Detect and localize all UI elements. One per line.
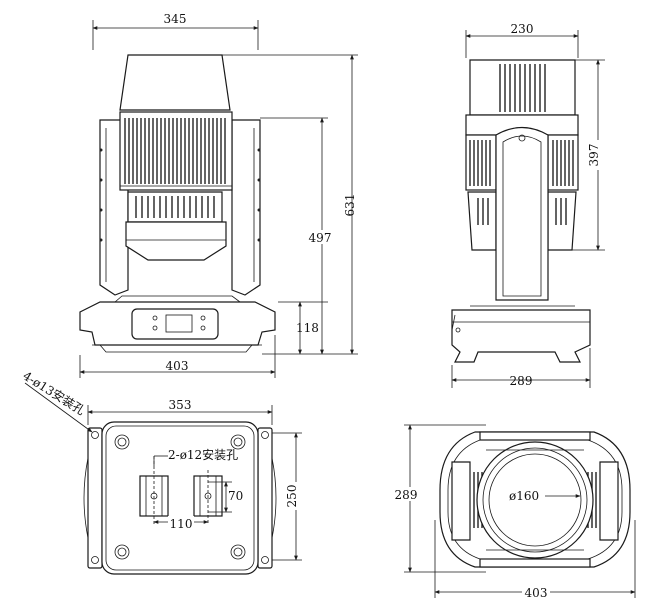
base-plate [101,421,259,575]
front-top-housing [119,54,231,111]
dim-631: 631 [343,194,357,217]
dim-403-top: 403 [525,586,548,600]
dim-289-top: 289 [395,488,418,502]
base-plan-view [83,421,277,575]
front-fins [124,118,226,184]
dim-397: 397 [587,144,601,167]
top-view [439,431,631,568]
side-head-top [469,59,576,116]
dim-345: 345 [164,12,187,26]
side-dimensions: 230 397 289 [451,22,605,388]
front-view [79,54,276,353]
front-dimensions: 345 631 497 118 403 [79,12,358,378]
dim-250: 250 [285,485,299,508]
side-fins-left [465,134,497,191]
dim-497: 497 [309,231,332,245]
front-yoke-right [231,119,261,296]
dim-lens-diameter: ø160 [509,489,539,503]
dim-230: 230 [511,22,534,36]
dim-289: 289 [510,374,533,388]
side-view [451,59,591,363]
top-view-dimensions: 289 403 ø160 [394,424,636,600]
dim-403: 403 [166,359,189,373]
dim-353: 353 [169,398,192,412]
side-base [451,309,591,363]
dim-110: 110 [170,517,193,531]
dim-70: 70 [228,489,243,503]
top-arm-right [599,461,619,541]
label-inner-holes: 2-ø12安装孔 [168,447,238,462]
front-control-panel [131,308,219,340]
top-lens-housing [476,441,594,559]
front-lens-cup [125,221,227,261]
dim-118: 118 [296,321,319,335]
label-outer-holes: 4-ø13安装孔 [20,368,87,418]
top-arm-left [451,461,471,541]
side-yoke-arm [495,126,549,301]
